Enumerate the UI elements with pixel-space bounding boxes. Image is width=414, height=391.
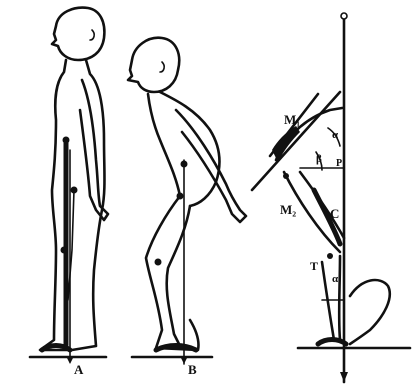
figure-c-label-alpha: α — [332, 129, 339, 141]
figure-c-label-m2: M₂ — [280, 202, 296, 217]
figure-a-shin — [68, 190, 74, 300]
figure-c-raised-foot — [350, 280, 390, 344]
figure-b-label: B — [188, 362, 197, 377]
figure-a-ankle-joint — [61, 247, 68, 254]
figure-b-pelvis-joint — [177, 193, 184, 200]
figure-a-gravity-arrow — [66, 356, 74, 364]
figure-c-label-c: C — [330, 206, 339, 221]
figure-a-hip-joint — [63, 137, 70, 144]
figure-a-ear — [90, 30, 94, 40]
figure-c-muscle-m1 — [272, 126, 300, 162]
figure-b-ear — [160, 62, 164, 72]
figure-b-back-leg — [167, 206, 190, 346]
figure-c-hip-joint — [283, 173, 289, 179]
figure-c-label-m1: M₁ — [284, 112, 300, 127]
figure-c-foot — [318, 340, 346, 345]
figure-b-head — [128, 38, 179, 92]
figure-c-trunk-line-upper — [252, 92, 340, 190]
figure-a-head — [52, 8, 104, 60]
figure-c-axis-arrow — [340, 372, 348, 382]
figure-c-label-top-marker: P — [336, 158, 342, 169]
figure-c-knee-joint — [327, 253, 333, 259]
figure-b-stooped: B — [128, 38, 246, 377]
figure-a-label: A — [74, 362, 84, 377]
figure-a-standing: A — [30, 8, 108, 377]
figure-b-back-contour — [160, 92, 219, 206]
figure-b-gravity-arrow — [180, 356, 188, 364]
figure-c-lever-diagram: M₁ M₂ C T α β α' P — [252, 13, 410, 382]
figure-c-label-t: T — [310, 259, 318, 273]
figure-c-shin-back — [339, 256, 340, 340]
figure-c-label-alpha-prime: α' — [332, 273, 341, 285]
figure-c-axis-top-marker — [341, 13, 347, 19]
figure-b-knee-joint — [155, 259, 162, 266]
figure-c-label-beta: β — [316, 153, 322, 165]
